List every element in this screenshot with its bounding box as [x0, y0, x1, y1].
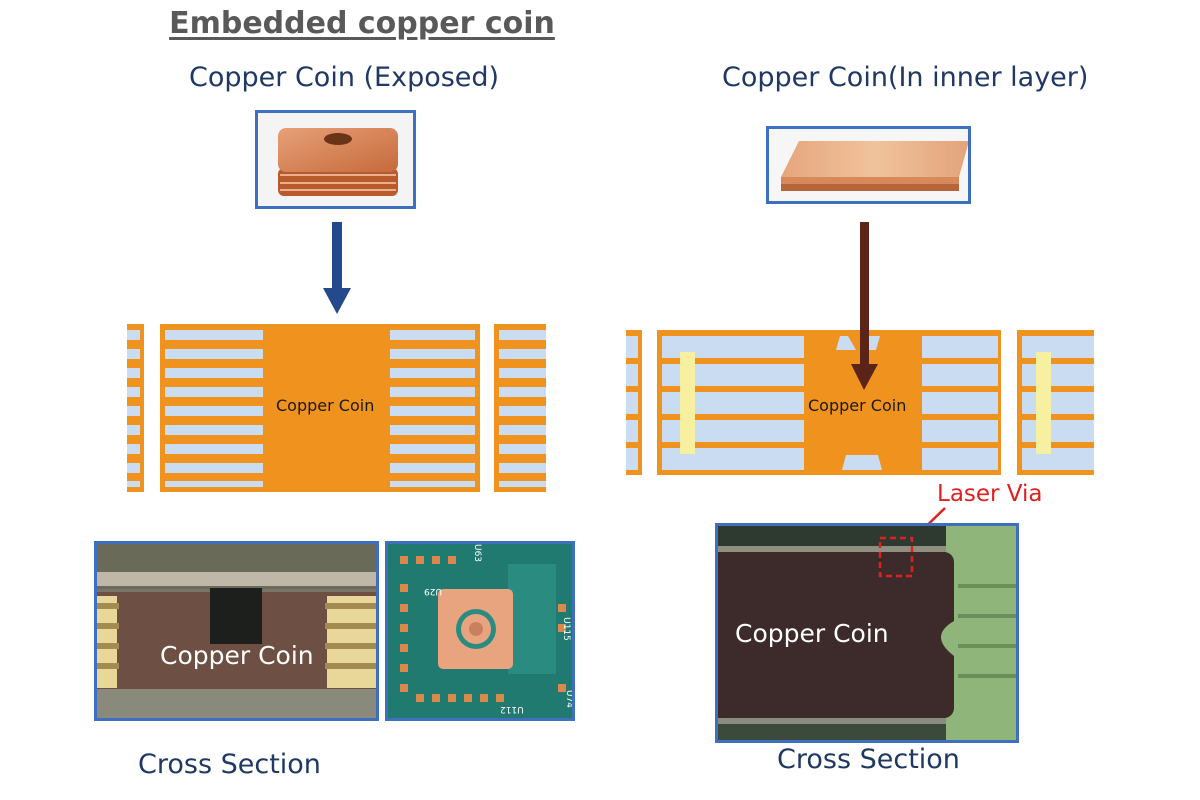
- inner-layer-coin-cross-section-diagram: [626, 330, 1094, 475]
- left-heading: Copper Coin (Exposed): [189, 62, 500, 93]
- inner-layer-coin-photo: [766, 126, 971, 204]
- right-diagram-coin-label: Copper Coin: [808, 396, 907, 415]
- exposed-coin-cross-section-diagram: [127, 324, 546, 492]
- inner-layer-section-photo: [715, 523, 1019, 743]
- left-caption: Cross Section: [138, 749, 321, 780]
- laser-via-annotation: Laser Via: [937, 481, 1043, 507]
- exposed-coin-section-photo: [94, 541, 379, 721]
- pcb-top-view-photo: U63 U29 U115 U74 U112: [385, 541, 575, 721]
- page-title: Embedded copper coin: [169, 6, 555, 41]
- right-heading: Copper Coin(In inner layer): [722, 62, 1089, 93]
- pcb-label-u115: U115: [560, 617, 571, 641]
- exposed-coin-photo: [255, 110, 416, 209]
- right-photo-coin-label: Copper Coin: [735, 619, 889, 648]
- right-down-arrow: [851, 222, 878, 390]
- left-photo-coin-label: Copper Coin: [160, 641, 314, 670]
- pcb-label-u29: U29: [424, 586, 443, 596]
- left-diagram-coin-label: Copper Coin: [276, 396, 375, 415]
- right-caption: Cross Section: [777, 744, 960, 775]
- pcb-label-u63: U63: [472, 543, 483, 563]
- left-down-arrow: [323, 222, 351, 314]
- pcb-label-u74: U74: [564, 689, 575, 709]
- pcb-label-u112: U112: [500, 704, 524, 714]
